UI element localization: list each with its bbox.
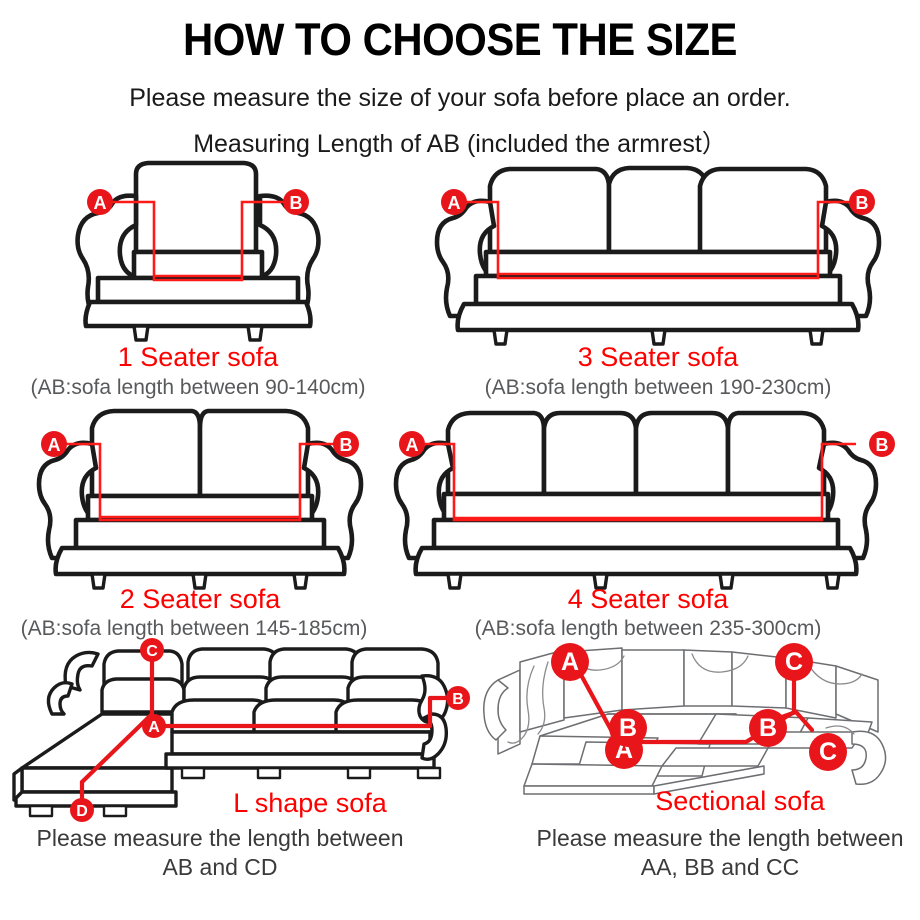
caption-two-seater-note: (AB:sofa length between 145-185cm) (20, 617, 368, 640)
figure-sectional: A A B B C C (478, 640, 908, 810)
marker-badge-a: A (441, 189, 467, 215)
two-seater-illustration: A B (36, 408, 364, 590)
svg-text:A: A (48, 435, 61, 455)
instruction-line-1: Please measure the size of your sofa bef… (129, 84, 791, 112)
marker-badge-b-right: B (749, 709, 787, 747)
caption-four-seater-note: (AB:sofa length between 235-300cm) (474, 617, 822, 640)
svg-text:B: B (759, 714, 777, 742)
marker-badge-a-top: A (551, 643, 589, 681)
marker-badge-a: A (41, 431, 67, 457)
caption-sectional-title: Sectional sofa (655, 786, 825, 816)
caption-three-seater-note: (AB:sofa length between 190-230cm) (484, 376, 832, 399)
caption-two-seater-title: 2 Seater sofa (119, 584, 281, 614)
marker-badge-d: D (70, 798, 94, 822)
marker-badge-c-right: C (809, 733, 847, 771)
marker-badge-a: A (87, 189, 113, 215)
svg-text:B: B (876, 435, 889, 455)
marker-badge-b-left: B (609, 709, 647, 747)
svg-text:B: B (340, 435, 353, 455)
svg-text:A: A (448, 193, 461, 213)
svg-text:A: A (148, 719, 160, 736)
marker-badge-b: B (849, 189, 875, 215)
svg-text:C: C (785, 648, 803, 676)
caption-one-seater-title: 1 Seater sofa (117, 342, 279, 372)
svg-text:B: B (619, 714, 637, 742)
caption-l-shape-title: L shape sofa (233, 788, 387, 818)
marker-badge-c-top: C (775, 643, 813, 681)
caption-one-seater-note: (AB:sofa length between 90-140cm) (30, 376, 366, 399)
four-seater-illustration: A B (393, 410, 895, 590)
svg-text:C: C (146, 643, 158, 660)
marker-badge-a: A (142, 714, 166, 738)
figure-one-seater: A B (48, 160, 348, 350)
figure-l-shape: C D A B (6, 638, 476, 822)
instruction-line-2: Measuring Length of AB (included the arm… (193, 130, 727, 158)
marker-badge-b: B (869, 431, 895, 457)
marker-badge-b: B (446, 686, 470, 710)
figure-three-seater: A B (434, 160, 882, 350)
l-shape-illustration: C D A B (12, 638, 470, 822)
sectional-illustration: A A B B C C (483, 643, 887, 795)
svg-text:B: B (290, 193, 303, 213)
caption-l-shape-note: Please measure the length between AB and… (36, 825, 404, 881)
figure-two-seater: A B (30, 404, 370, 594)
svg-text:C: C (819, 738, 837, 766)
marker-badge-b: B (333, 431, 359, 457)
three-seater-illustration: A B (434, 165, 882, 346)
svg-text:B: B (856, 193, 869, 213)
svg-text:D: D (76, 803, 88, 820)
caption-four-seater-title: 4 Seater sofa (567, 584, 729, 614)
caption-three-seater-title: 3 Seater sofa (577, 342, 739, 372)
svg-text:A: A (561, 648, 579, 676)
marker-badge-a: A (399, 431, 425, 457)
marker-badge-c: C (140, 638, 164, 662)
page-title: HOW TO CHOOSE THE SIZE (182, 14, 738, 65)
svg-text:B: B (452, 691, 464, 708)
svg-text:A: A (94, 193, 107, 213)
figure-four-seater: A B (393, 404, 898, 594)
one-seater-illustration: A B (75, 160, 321, 342)
marker-badge-b: B (283, 189, 309, 215)
caption-sectional-note: Please measure the length between AA, BB… (536, 825, 904, 881)
svg-text:A: A (406, 435, 419, 455)
